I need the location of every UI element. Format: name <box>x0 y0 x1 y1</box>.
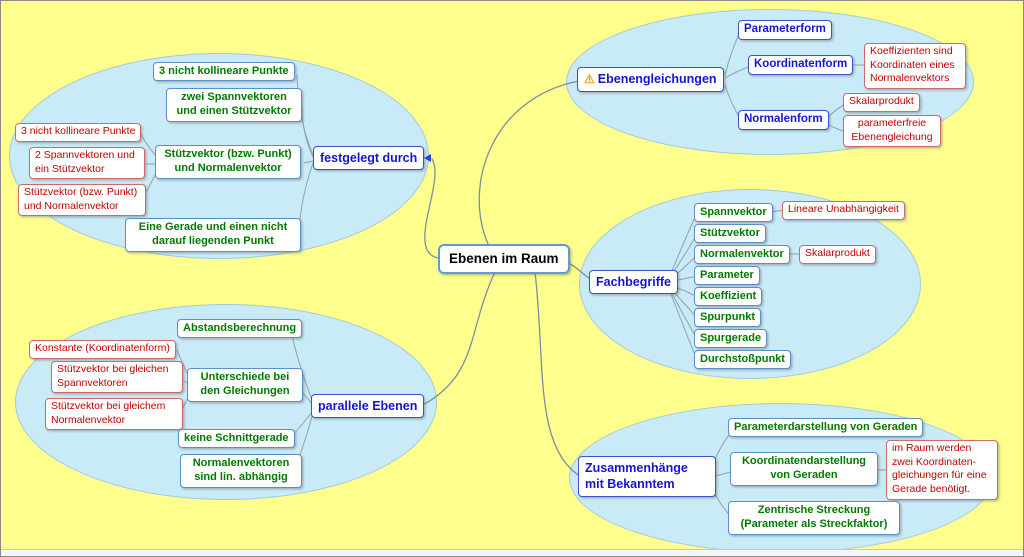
node-abstandsberechnung[interactable]: Abstandsberechnung <box>177 319 303 339</box>
node-zwei-spannvektoren[interactable]: zwei Spannvektoren und einen Stützvektor <box>166 88 302 122</box>
node-parameterdarstellung-geraden[interactable]: Parameterdarstellung von Geraden <box>728 418 924 438</box>
note-lineare-unabhaengigkeit[interactable]: Lineare Unabhängigkeit <box>782 201 905 220</box>
note-3-nicht-kollineare-punkte[interactable]: 3 nicht kollineare Punkte <box>15 123 142 142</box>
topic-ebenengleichungen[interactable]: ⚠Ebenengleichungen <box>577 67 724 92</box>
node-koordinatenform[interactable]: Koordinatenform <box>748 55 854 75</box>
note-stuetzvektor-spannvektoren[interactable]: Stützvektor bei gleichen Spannvektoren <box>51 361 183 394</box>
note-konstante-koordinatenform[interactable]: Konstante (Koordinatenform) <box>29 340 176 359</box>
bottom-window-edge <box>1 549 1023 556</box>
central-topic[interactable]: Ebenen im Raum <box>438 244 570 274</box>
node-spurpunkt[interactable]: Spurpunkt <box>694 308 761 328</box>
arrowhead-festgelegt <box>424 154 431 162</box>
node-zentrische-streckung[interactable]: Zentrische Streckung (Parameter als Stre… <box>728 501 900 535</box>
node-3-nicht-kollineare-punkte[interactable]: 3 nicht kollineare Punkte <box>153 62 295 82</box>
warning-icon: ⚠ <box>584 72 595 86</box>
node-stuetzvektor-normalenvektor[interactable]: Stützvektor (bzw. Punkt) und Normalenvek… <box>155 145 301 179</box>
topic-festgelegt-durch[interactable]: festgelegt durch <box>313 146 425 171</box>
node-koeffizient[interactable]: Koeffizient <box>694 287 763 307</box>
note-koeffizienten[interactable]: Koeffizienten sind Koordinaten eines Nor… <box>864 43 966 89</box>
node-normalenvektoren-abhaengig[interactable]: Normalenvektoren sind lin. abhängig <box>180 454 302 488</box>
node-unterschiede-gleichungen[interactable]: Unterschiede bei den Gleichungen <box>187 368 303 402</box>
topic-ebenengleichungen-label: Ebenengleichungen <box>597 72 717 86</box>
node-spurgerade[interactable]: Spurgerade <box>694 329 768 349</box>
node-stuetzvektor[interactable]: Stützvektor <box>694 224 766 244</box>
note-skalarprodukt-normalenform[interactable]: Skalarprodukt <box>843 93 920 112</box>
node-parameterform[interactable]: Parameterform <box>738 20 832 40</box>
topic-zusammenhaenge[interactable]: Zusammenhänge mit Bekanntem <box>578 456 716 497</box>
node-normalenvektor[interactable]: Normalenvektor <box>694 245 790 265</box>
node-normalenform[interactable]: Normalenform <box>738 110 829 130</box>
note-stuetzvektor-normalenvektor[interactable]: Stützvektor (bzw. Punkt) und Normalenvek… <box>18 184 146 217</box>
note-2-spannvektoren[interactable]: 2 Spannvektoren und ein Stützvektor <box>29 147 145 180</box>
topic-parallele-ebenen[interactable]: parallele Ebenen <box>311 394 425 419</box>
topic-fachbegriffe[interactable]: Fachbegriffe <box>589 270 679 295</box>
note-stuetzvektor-normalenvektor-parallele[interactable]: Stützvektor bei gleichem Normalenvektor <box>45 398 183 431</box>
node-parameter[interactable]: Parameter <box>694 266 760 286</box>
node-durchstosspunkt[interactable]: Durchstoßpunkt <box>694 350 791 370</box>
note-parameterfreie-ebenengleichung[interactable]: parameterfreie Ebenengleichung <box>843 115 941 148</box>
note-skalarprodukt-fachbegriffe[interactable]: Skalarprodukt <box>799 245 876 264</box>
node-spannvektor[interactable]: Spannvektor <box>694 203 773 223</box>
node-gerade-und-punkt[interactable]: Eine Gerade und einen nicht darauf liege… <box>125 218 301 252</box>
node-koordinatendarstellung-geraden[interactable]: Koordinatendarstellung von Geraden <box>730 452 878 486</box>
note-im-raum-koordinatengleichungen[interactable]: im Raum werden zwei Koordinaten-gleichun… <box>886 440 998 500</box>
node-keine-schnittgerade[interactable]: keine Schnittgerade <box>178 429 295 449</box>
